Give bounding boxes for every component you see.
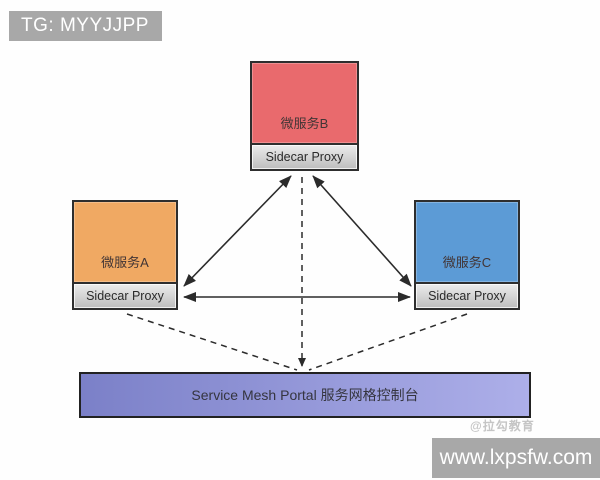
service-box-c: 微服务C Sidecar Proxy (414, 200, 520, 310)
connector-proxyA-portal (126, 313, 298, 371)
service-box-a: 微服务A Sidecar Proxy (72, 200, 178, 310)
service-b-body: 微服务B (252, 63, 357, 143)
service-box-b: 微服务B Sidecar Proxy (250, 61, 359, 171)
sidecar-proxy-c: Sidecar Proxy (416, 282, 518, 308)
service-a-body: 微服务A (74, 202, 176, 282)
url-watermark-badge: www.lxpsfw.com (432, 438, 600, 478)
service-b-label: 微服务B (280, 116, 329, 131)
connector-proxyC-proxyB (312, 175, 412, 287)
sidecar-proxy-a: Sidecar Proxy (74, 282, 176, 308)
service-c-label: 微服务C (442, 255, 492, 270)
tg-code-badge: TG: MYYJJPP (9, 11, 162, 41)
connector-proxyC-portal (308, 313, 468, 371)
connector-proxyA-proxyB (183, 175, 292, 287)
service-mesh-portal: Service Mesh Portal 服务网格控制台 (79, 372, 531, 418)
author-watermark: @拉勾教育 (470, 419, 535, 433)
service-a-label: 微服务A (101, 255, 149, 270)
sidecar-proxy-b: Sidecar Proxy (252, 143, 357, 169)
service-c-body: 微服务C (416, 202, 518, 282)
